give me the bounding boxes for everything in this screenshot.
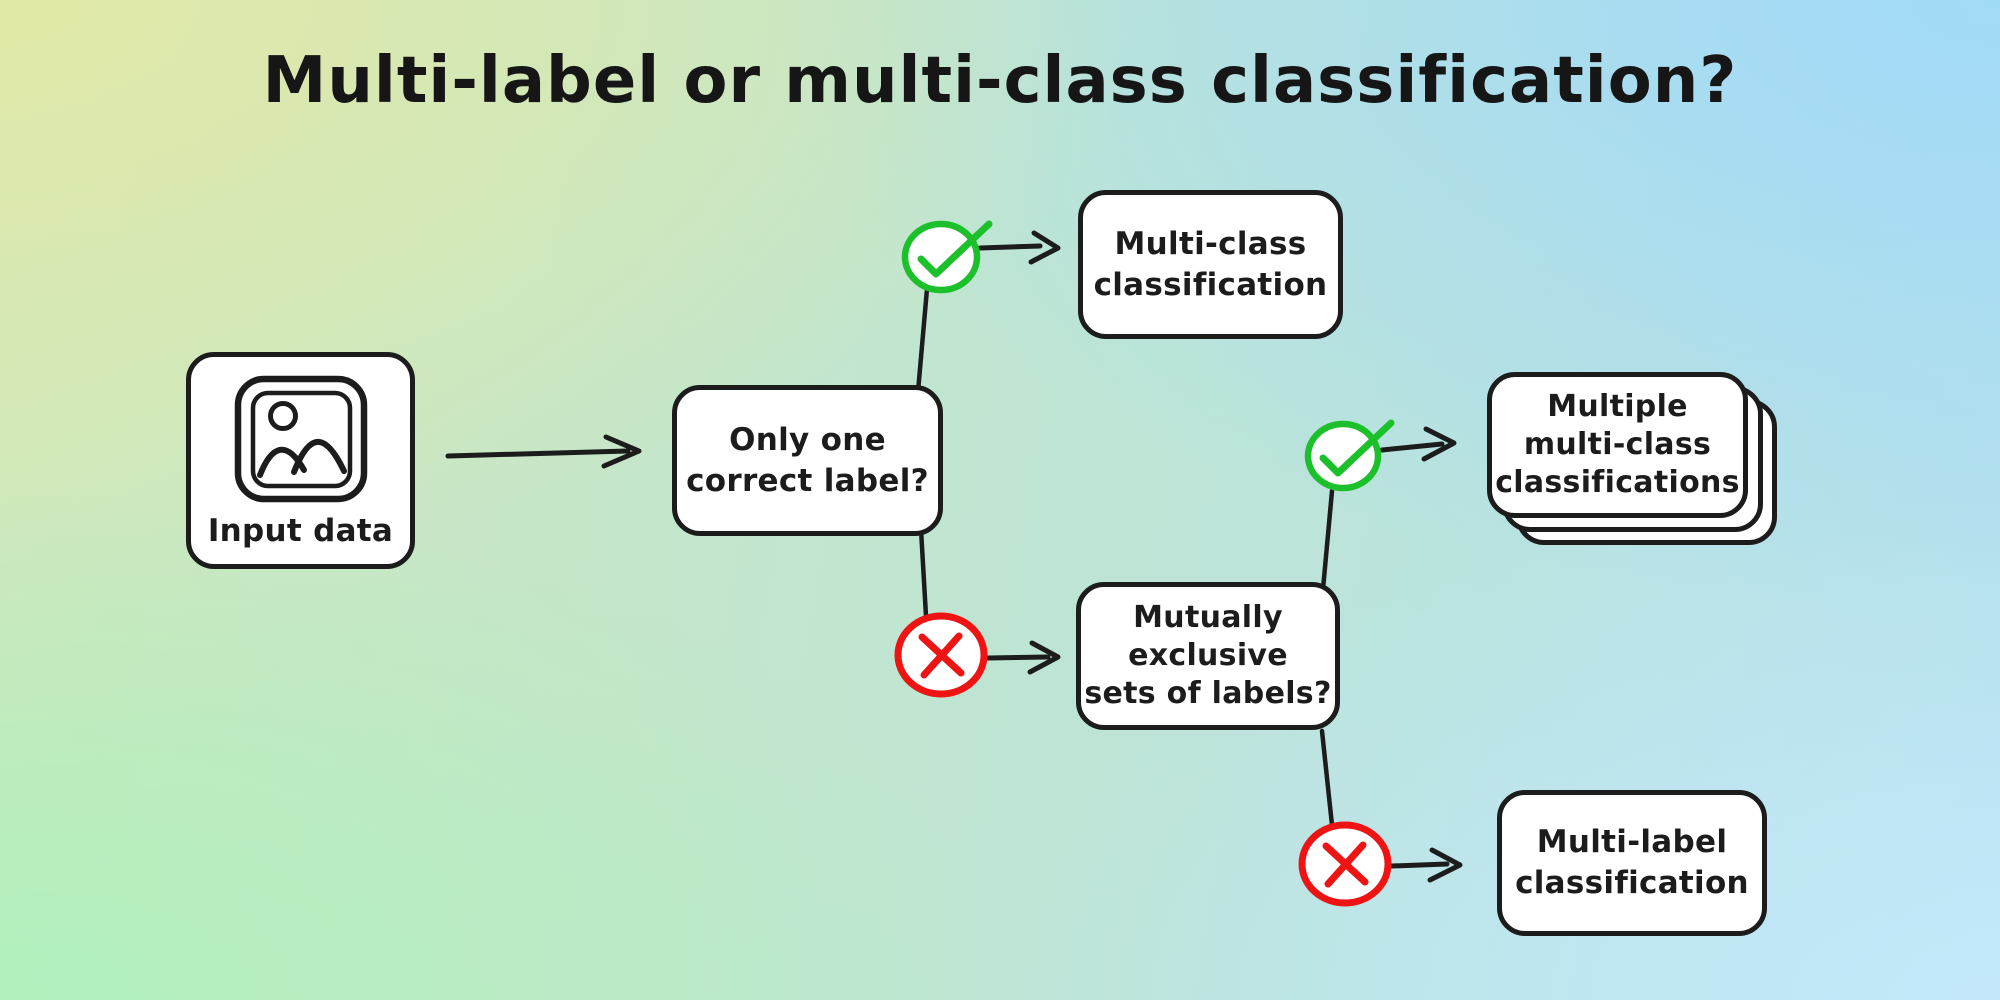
arrow-no1-to-question2 bbox=[985, 640, 1061, 675]
node-only-one-correct-label: Only one correct label? bbox=[672, 385, 943, 536]
arrow-input-to-question1 bbox=[445, 434, 642, 469]
check-circle-icon bbox=[1304, 419, 1395, 492]
check-circle-icon bbox=[901, 220, 993, 294]
line-question2-to-no bbox=[1319, 728, 1335, 828]
page-title: Multi-label or multi-class classificatio… bbox=[262, 44, 1738, 118]
node-multi-class-classification: Multi-class classification bbox=[1078, 190, 1343, 339]
node-mutually-exclusive-sets: Mutually exclusive sets of labels? bbox=[1076, 582, 1340, 730]
multi-label-label: Multi-label classification bbox=[1515, 824, 1749, 901]
arrow-yes2-to-stack bbox=[1379, 426, 1457, 462]
input-data-label: Input data bbox=[207, 513, 394, 549]
multiple-multi-class-label: Multiple multi-class classifications bbox=[1495, 389, 1740, 500]
node-input-data: Input data bbox=[186, 352, 415, 569]
stack-card-front: Multiple multi-class classifications bbox=[1487, 372, 1748, 518]
arrow-yes1-to-multiclass bbox=[977, 230, 1061, 265]
cross-circle-icon bbox=[894, 612, 988, 698]
image-icon bbox=[234, 375, 367, 503]
multi-class-label: Multi-class classification bbox=[1093, 225, 1328, 303]
node-multi-label-classification: Multi-label classification bbox=[1497, 790, 1767, 936]
cross-circle-icon bbox=[1298, 821, 1392, 907]
question1-label: Only one correct label? bbox=[686, 421, 929, 499]
arrow-no2-to-multilabel bbox=[1389, 847, 1463, 883]
node-multiple-multi-class-classifications: Multiple multi-class classifications bbox=[1487, 372, 1777, 545]
question2-label: Mutually exclusive sets of labels? bbox=[1084, 600, 1332, 711]
